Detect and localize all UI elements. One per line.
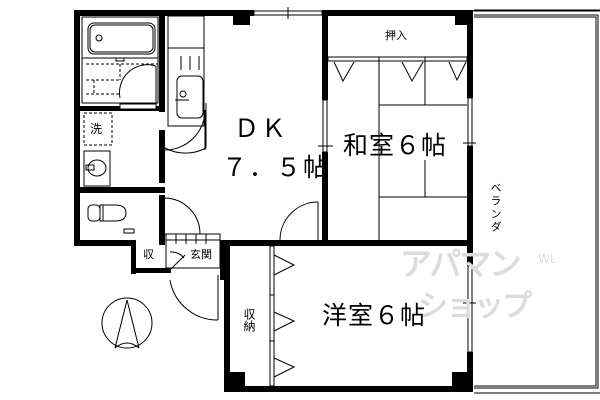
- veranda-outline: [473, 9, 600, 394]
- shuno-closet: [269, 245, 296, 387]
- windows: [253, 7, 476, 353]
- compass-north-icon: [101, 297, 153, 349]
- room-label-dk: ＤＫ: [234, 114, 289, 143]
- washitsu-tatami: [327, 56, 468, 240]
- watermark-line2: ショップ: [418, 289, 532, 324]
- watermark-super: WL: [538, 252, 557, 266]
- genkan-steps: [165, 233, 221, 271]
- room-label-washitsu: 和室６帖: [343, 131, 448, 160]
- room-label-senmen: 洗: [90, 122, 103, 136]
- room-label-shuno: 収納: [242, 308, 256, 332]
- washroom: [83, 112, 113, 187]
- room-label-shuno-small: 収: [143, 248, 154, 261]
- room-label-oshiire: 押入: [385, 29, 407, 42]
- room-label-genkan: 玄関: [190, 248, 212, 261]
- watermark-line1: アパマン: [400, 245, 521, 283]
- kitchen-counter: [167, 15, 205, 127]
- walls: [74, 10, 473, 392]
- room-label-youshitsu: 洋室６帖: [322, 301, 427, 330]
- room-label-veranda: ベランダ: [489, 182, 502, 234]
- toilet: [87, 204, 135, 234]
- bathroom: [81, 16, 159, 110]
- room-label-dk-size: ７．５帖: [222, 153, 331, 182]
